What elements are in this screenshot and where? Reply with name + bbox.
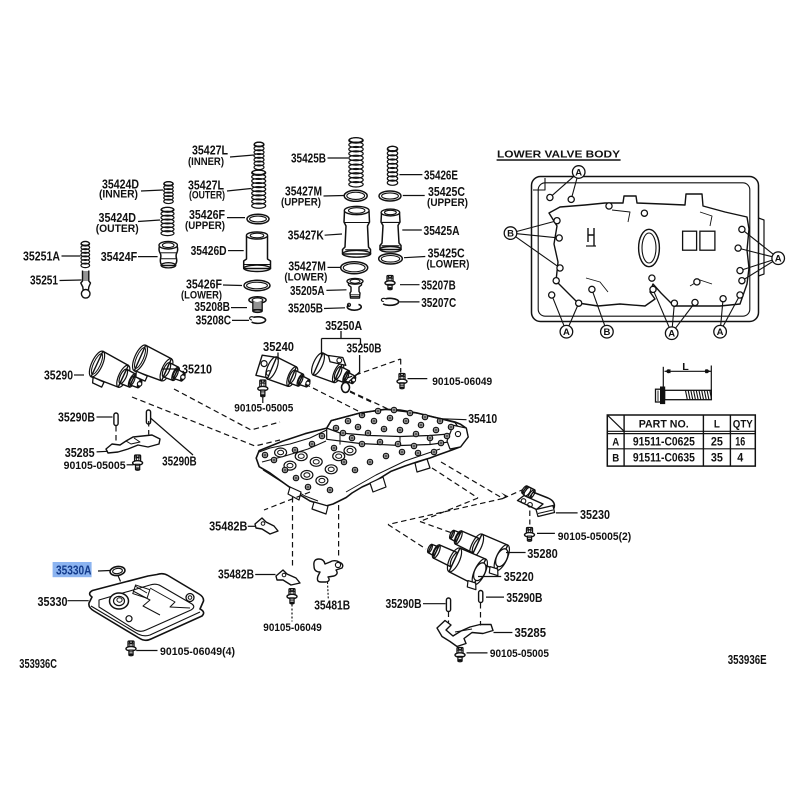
svg-text:35207C: 35207C bbox=[421, 296, 456, 310]
svg-text:35424D: 35424D bbox=[102, 178, 139, 192]
svg-text:35290B: 35290B bbox=[162, 455, 197, 469]
svg-text:A: A bbox=[668, 329, 675, 340]
svg-text:35208B: 35208B bbox=[194, 300, 230, 314]
svg-text:35426F: 35426F bbox=[189, 208, 225, 222]
svg-text:90105-06049(4): 90105-06049(4) bbox=[160, 646, 235, 658]
svg-text:35424F: 35424F bbox=[101, 250, 138, 264]
svg-text:(UPPER): (UPPER) bbox=[185, 220, 225, 232]
svg-text:35426D: 35426D bbox=[191, 244, 227, 258]
svg-text:35424D: 35424D bbox=[99, 211, 137, 225]
svg-text:25: 25 bbox=[711, 436, 724, 448]
svg-text:35426E: 35426E bbox=[424, 169, 458, 183]
svg-text:35205A: 35205A bbox=[290, 284, 325, 298]
svg-text:35240: 35240 bbox=[263, 340, 294, 354]
svg-text:35330A: 35330A bbox=[56, 564, 92, 578]
svg-text:353936E: 353936E bbox=[728, 653, 767, 667]
svg-text:90105-05005: 90105-05005 bbox=[234, 403, 293, 415]
svg-text:90105-05005(2): 90105-05005(2) bbox=[558, 531, 632, 543]
svg-text:(UPPER): (UPPER) bbox=[281, 197, 321, 209]
svg-text:35410: 35410 bbox=[468, 412, 497, 426]
svg-text:A: A bbox=[775, 254, 782, 265]
svg-text:(INNER): (INNER) bbox=[99, 189, 138, 201]
svg-text:90105-06049: 90105-06049 bbox=[432, 376, 492, 388]
svg-text:35205B: 35205B bbox=[288, 301, 323, 315]
svg-text:35208C: 35208C bbox=[196, 313, 231, 327]
svg-text:A: A bbox=[563, 327, 570, 338]
svg-text:35207B: 35207B bbox=[421, 278, 456, 292]
svg-text:LOWER VALVE BODY: LOWER VALVE BODY bbox=[497, 150, 621, 161]
svg-text:35427M: 35427M bbox=[288, 260, 326, 274]
svg-text:35250A: 35250A bbox=[325, 319, 362, 333]
svg-text:4: 4 bbox=[737, 452, 744, 464]
svg-text:35426F: 35426F bbox=[186, 278, 222, 292]
svg-text:35427K: 35427K bbox=[288, 229, 324, 243]
svg-text:A: A bbox=[575, 167, 582, 178]
svg-text:(OUTER): (OUTER) bbox=[189, 190, 225, 202]
svg-text:PART NO.: PART NO. bbox=[639, 418, 689, 430]
svg-text:35290B: 35290B bbox=[386, 597, 422, 611]
svg-text:(LOWER): (LOWER) bbox=[284, 272, 327, 284]
svg-text:L: L bbox=[682, 361, 689, 373]
svg-text:35425C: 35425C bbox=[428, 247, 465, 261]
svg-text:35251: 35251 bbox=[30, 274, 58, 288]
svg-text:35427L: 35427L bbox=[188, 179, 224, 193]
svg-text:(INNER): (INNER) bbox=[188, 156, 224, 168]
svg-text:90105-05005: 90105-05005 bbox=[490, 648, 549, 660]
svg-text:35425A: 35425A bbox=[424, 224, 460, 238]
svg-text:35250B: 35250B bbox=[347, 342, 382, 356]
svg-text:35290B: 35290B bbox=[58, 411, 95, 425]
svg-text:(LOWER): (LOWER) bbox=[426, 259, 469, 271]
svg-text:35210: 35210 bbox=[182, 363, 212, 377]
svg-text:91511-C0635: 91511-C0635 bbox=[633, 452, 696, 464]
svg-text:35251A: 35251A bbox=[23, 250, 60, 264]
svg-text:35482B: 35482B bbox=[209, 520, 247, 534]
svg-text:QTY: QTY bbox=[733, 419, 754, 431]
svg-text:35280: 35280 bbox=[527, 547, 558, 561]
svg-text:B: B bbox=[603, 327, 610, 338]
svg-text:35425B: 35425B bbox=[291, 152, 326, 166]
svg-text:35427M: 35427M bbox=[285, 185, 322, 199]
svg-text:35427L: 35427L bbox=[192, 144, 228, 158]
svg-text:L: L bbox=[714, 419, 720, 431]
svg-text:(LOWER): (LOWER) bbox=[181, 289, 222, 301]
svg-text:(UPPER): (UPPER) bbox=[427, 197, 468, 209]
svg-text:35285: 35285 bbox=[515, 626, 547, 640]
svg-text:91511-C0625: 91511-C0625 bbox=[633, 436, 696, 448]
svg-text:(OUTER): (OUTER) bbox=[96, 223, 139, 235]
svg-text:B: B bbox=[612, 452, 619, 464]
svg-text:90105-06049: 90105-06049 bbox=[263, 622, 322, 634]
svg-text:35230: 35230 bbox=[580, 508, 610, 522]
svg-text:353936C: 353936C bbox=[19, 657, 57, 671]
svg-text:35481B: 35481B bbox=[314, 599, 350, 613]
svg-text:35: 35 bbox=[711, 452, 724, 464]
svg-text:35220: 35220 bbox=[504, 570, 534, 584]
svg-text:35290: 35290 bbox=[44, 369, 73, 383]
svg-text:35285: 35285 bbox=[65, 446, 95, 460]
svg-text:35290B: 35290B bbox=[506, 591, 542, 605]
svg-text:B: B bbox=[507, 229, 514, 240]
svg-text:35425C: 35425C bbox=[428, 185, 465, 199]
svg-text:A: A bbox=[612, 436, 619, 448]
svg-text:A: A bbox=[717, 327, 724, 338]
svg-text:90105-05005: 90105-05005 bbox=[64, 460, 126, 472]
svg-text:35482B: 35482B bbox=[218, 568, 254, 582]
svg-text:16: 16 bbox=[735, 436, 745, 448]
svg-text:35330: 35330 bbox=[38, 595, 68, 609]
